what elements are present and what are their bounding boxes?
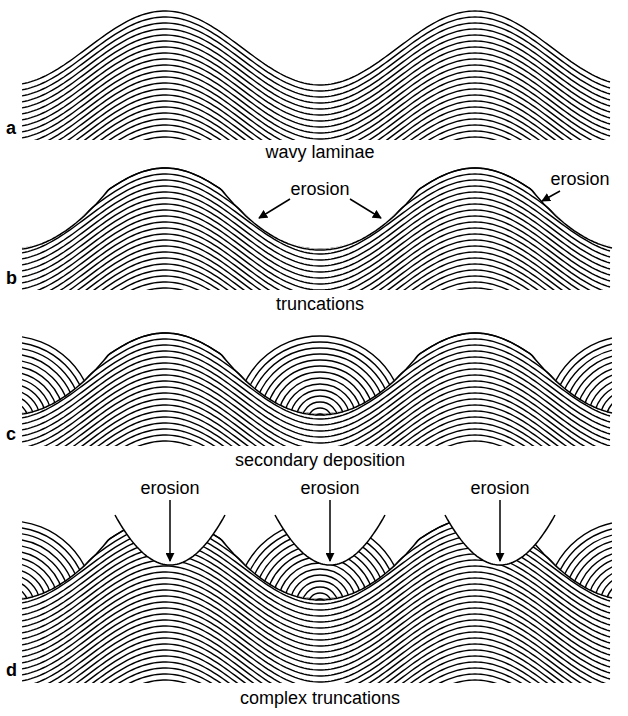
panel-caption: secondary deposition [235, 450, 405, 470]
leader-arrow [259, 199, 290, 218]
process-label: erosion [290, 179, 349, 199]
panel-letter: c [6, 424, 16, 444]
leader-arrow [542, 191, 560, 201]
wavy-laminae [22, 168, 610, 362]
process-label: erosion [140, 478, 199, 498]
panel-caption: complex truncations [240, 688, 400, 708]
leader-arrow [350, 199, 381, 218]
erosion-surface [22, 168, 612, 250]
panel-letter: b [6, 268, 17, 288]
panel-letter: d [6, 660, 17, 680]
secondary-laminae [0, 336, 628, 420]
wavy-laminae [22, 11, 610, 211]
leader-arrow [499, 500, 501, 561]
process-label: erosion [550, 169, 609, 189]
panel-caption: wavy laminae [265, 142, 374, 162]
leader-arrow [329, 500, 331, 561]
wavy-laminae [22, 333, 610, 521]
process-label: erosion [300, 478, 359, 498]
leader-arrow [169, 500, 171, 561]
panel-letter: a [6, 118, 16, 138]
process-label: erosion [470, 478, 529, 498]
panel-caption: truncations [276, 294, 364, 314]
